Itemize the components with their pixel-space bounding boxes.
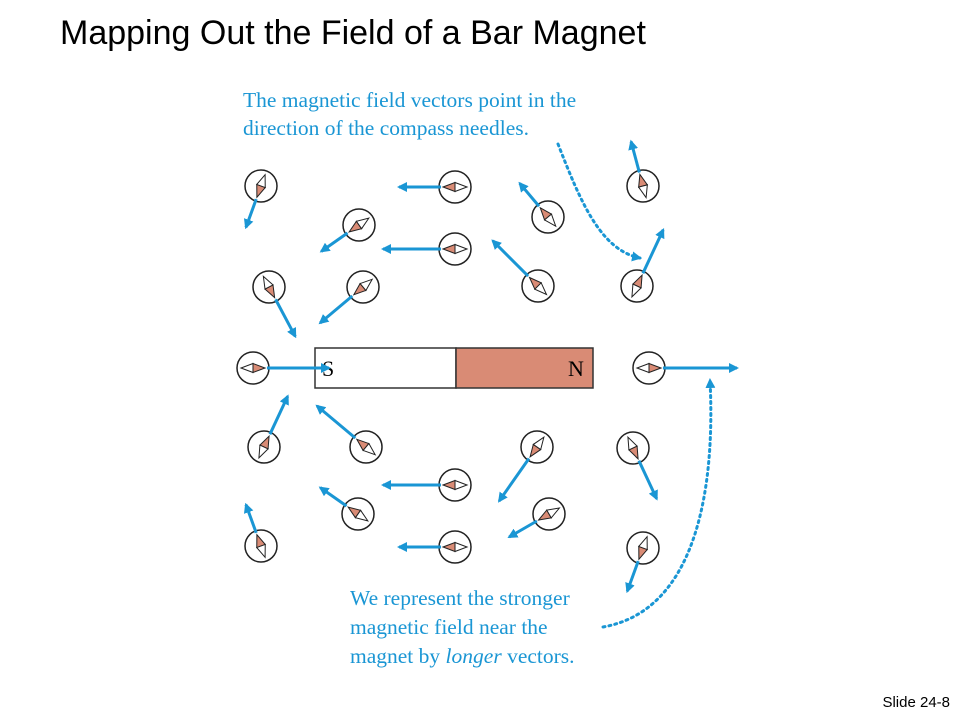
caption-bottom-line-2: magnetic field near the bbox=[350, 615, 548, 639]
field-vector bbox=[243, 198, 258, 230]
needle-south bbox=[532, 436, 545, 451]
needle-south bbox=[258, 444, 269, 460]
slide-title: Mapping Out the Field of a Bar Magnet bbox=[60, 14, 646, 52]
compass bbox=[626, 139, 660, 203]
compass bbox=[252, 270, 297, 339]
field-vector bbox=[319, 231, 349, 253]
compass bbox=[319, 208, 376, 253]
field-vector bbox=[243, 502, 258, 534]
field-vector bbox=[625, 560, 640, 594]
needle-south bbox=[239, 362, 254, 374]
field-vector bbox=[274, 298, 297, 339]
compass bbox=[632, 351, 739, 385]
compass bbox=[243, 169, 278, 230]
needle-south bbox=[359, 278, 374, 292]
needle-south bbox=[255, 173, 266, 189]
caption-top: The magnetic field vectors point in the … bbox=[243, 88, 582, 140]
callout-arrow-top bbox=[556, 142, 642, 262]
compass bbox=[397, 170, 472, 204]
compass bbox=[318, 486, 375, 531]
needle-south bbox=[533, 281, 548, 296]
needle-south bbox=[631, 283, 642, 299]
needle-south bbox=[262, 275, 274, 290]
field-vector bbox=[315, 404, 357, 440]
needle-south bbox=[255, 543, 266, 559]
compass bbox=[243, 502, 278, 563]
field-vector bbox=[497, 457, 531, 503]
field-vector bbox=[518, 181, 541, 208]
needle-south bbox=[545, 507, 561, 519]
field-vector bbox=[318, 486, 348, 508]
slide-number: Slide 24-8 bbox=[882, 694, 950, 711]
needle-south bbox=[637, 184, 648, 199]
magnet-north-label: N bbox=[568, 356, 584, 381]
needle-south bbox=[355, 217, 370, 230]
field-vector bbox=[268, 394, 290, 435]
compass bbox=[381, 468, 472, 502]
field-vector bbox=[491, 239, 530, 278]
needle-south bbox=[454, 541, 469, 553]
field-vector bbox=[318, 294, 354, 325]
caption-bottom-line-3a: magnet by bbox=[350, 644, 446, 668]
bar-magnet: S N bbox=[314, 347, 594, 389]
compass bbox=[518, 181, 565, 234]
needle-south bbox=[543, 213, 557, 228]
needle-south bbox=[627, 435, 638, 451]
needle-south bbox=[637, 535, 648, 551]
needle-south bbox=[454, 479, 469, 491]
caption-bottom-line-1: We represent the stronger bbox=[350, 586, 570, 610]
compass bbox=[236, 351, 331, 385]
compass bbox=[247, 394, 290, 464]
compass bbox=[507, 497, 566, 539]
needle-south bbox=[362, 442, 377, 456]
caption-bottom-line-3b: vectors. bbox=[502, 644, 575, 668]
compass-group bbox=[236, 139, 739, 594]
caption-top-line-2: direction of the compass needles. bbox=[243, 116, 529, 140]
compass bbox=[497, 430, 554, 503]
caption-bottom-line-3-emphasis: longer bbox=[446, 644, 503, 668]
needle-south bbox=[635, 362, 650, 374]
compass bbox=[315, 404, 383, 464]
needle-south bbox=[354, 509, 369, 522]
compass bbox=[318, 270, 380, 325]
field-vector bbox=[637, 460, 659, 501]
compass bbox=[616, 431, 659, 501]
compass bbox=[625, 531, 660, 594]
field-vector bbox=[641, 227, 665, 274]
caption-top-line-1: The magnetic field vectors point in the bbox=[243, 88, 576, 112]
field-vector bbox=[507, 519, 538, 539]
caption-bottom: We represent the stronger magnetic field… bbox=[350, 586, 575, 668]
magnet-north-half bbox=[455, 347, 594, 389]
compass bbox=[491, 239, 555, 303]
needle-south bbox=[454, 181, 469, 193]
field-vector bbox=[628, 139, 641, 173]
compass bbox=[620, 227, 665, 303]
compass bbox=[397, 530, 472, 564]
needle-south bbox=[454, 243, 469, 255]
compass bbox=[381, 232, 472, 266]
magnet-south-half bbox=[314, 347, 457, 389]
callout-arrow-bottom bbox=[601, 378, 716, 629]
